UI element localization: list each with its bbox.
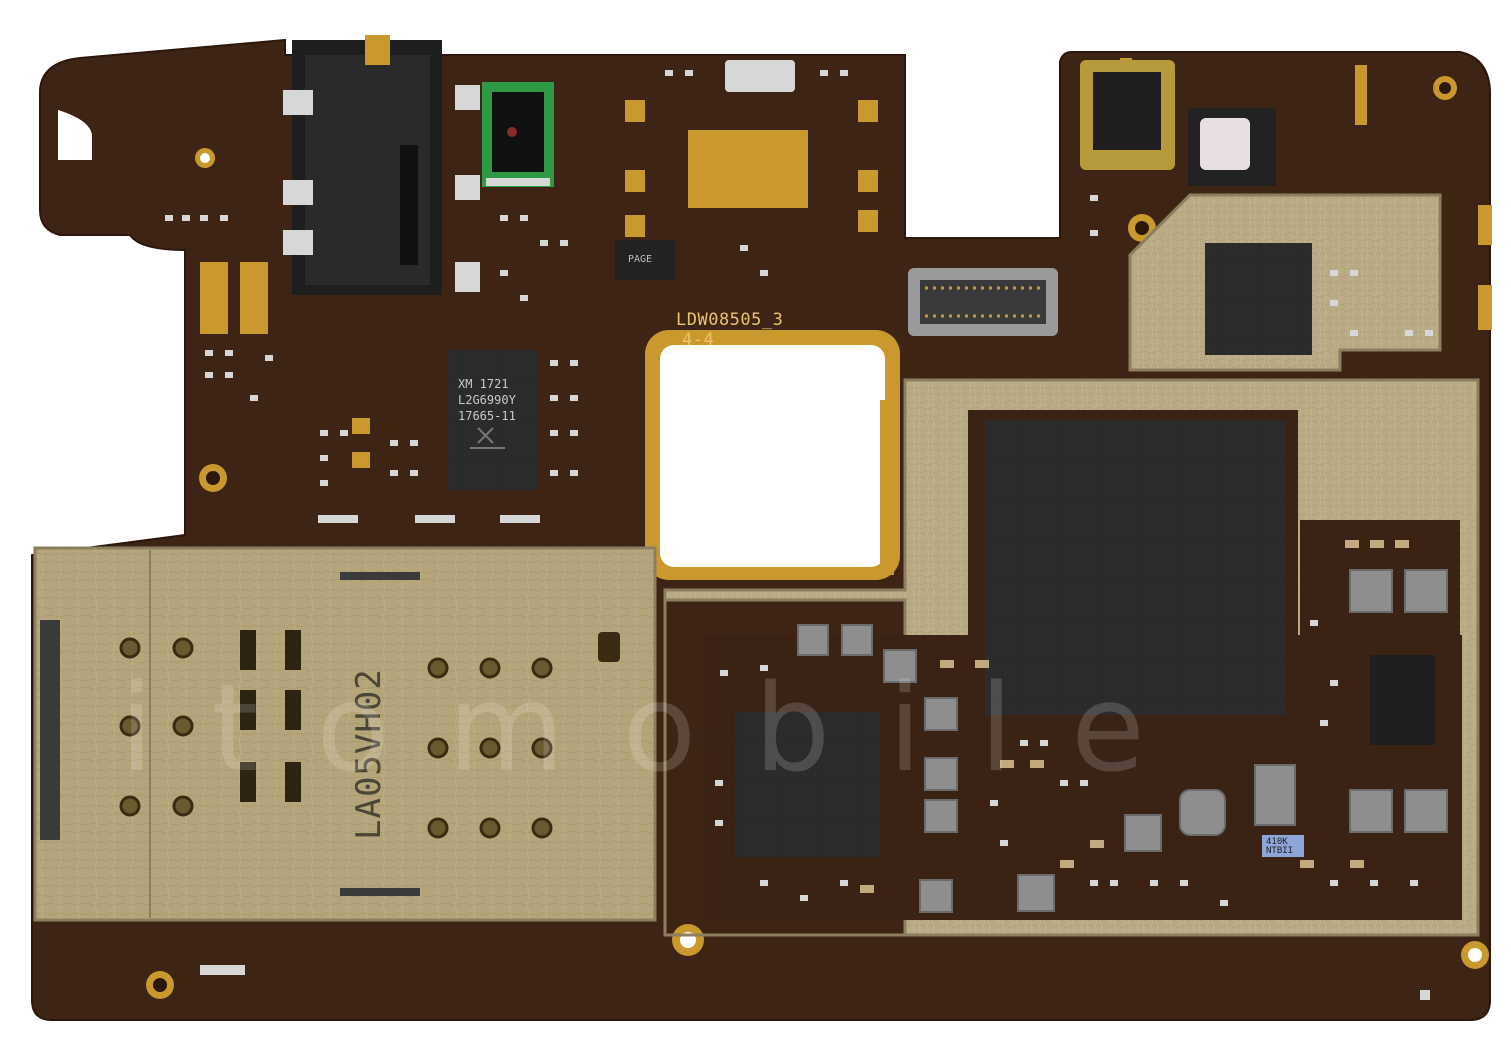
soc-chip <box>985 420 1285 715</box>
watermark-text: itomobile <box>120 660 1203 799</box>
switch-component <box>725 60 795 92</box>
chip-marking-line1: XM 1721 <box>458 377 509 391</box>
inductors <box>797 569 1448 913</box>
gold-pads <box>200 58 1367 468</box>
led-module <box>1188 108 1276 186</box>
gold-trace <box>1478 205 1492 245</box>
board-code-label: LDW08505_3 <box>676 310 784 330</box>
sim-tray-slot <box>33 546 657 922</box>
sticker-text: 410K NTBII <box>1266 837 1294 856</box>
small-ic <box>615 240 675 280</box>
headphone-jack <box>283 35 480 295</box>
label-sticker <box>1262 835 1304 857</box>
pmic-chip <box>1370 655 1435 745</box>
gold-trace <box>880 400 894 575</box>
chip-marking-line3: 17665-11 <box>458 409 516 423</box>
mounting-holes <box>146 76 1489 999</box>
chip-marking-line2: L2G6990Y <box>458 393 516 407</box>
earpiece-module <box>1080 60 1175 170</box>
board-rev-label: 4-4 <box>682 330 715 350</box>
gold-trace <box>1478 285 1492 330</box>
capacitors <box>860 540 1409 893</box>
board-connector <box>908 268 1058 336</box>
camera-cutout <box>660 345 885 567</box>
memory-chip <box>735 712 880 857</box>
wifi-chip <box>1205 243 1312 355</box>
board-notch <box>58 110 92 160</box>
small-ic-marking: PAGE <box>628 254 653 265</box>
proximity-sensor <box>482 82 554 187</box>
smd-passives <box>165 70 1433 1000</box>
pa-chip <box>447 350 537 490</box>
